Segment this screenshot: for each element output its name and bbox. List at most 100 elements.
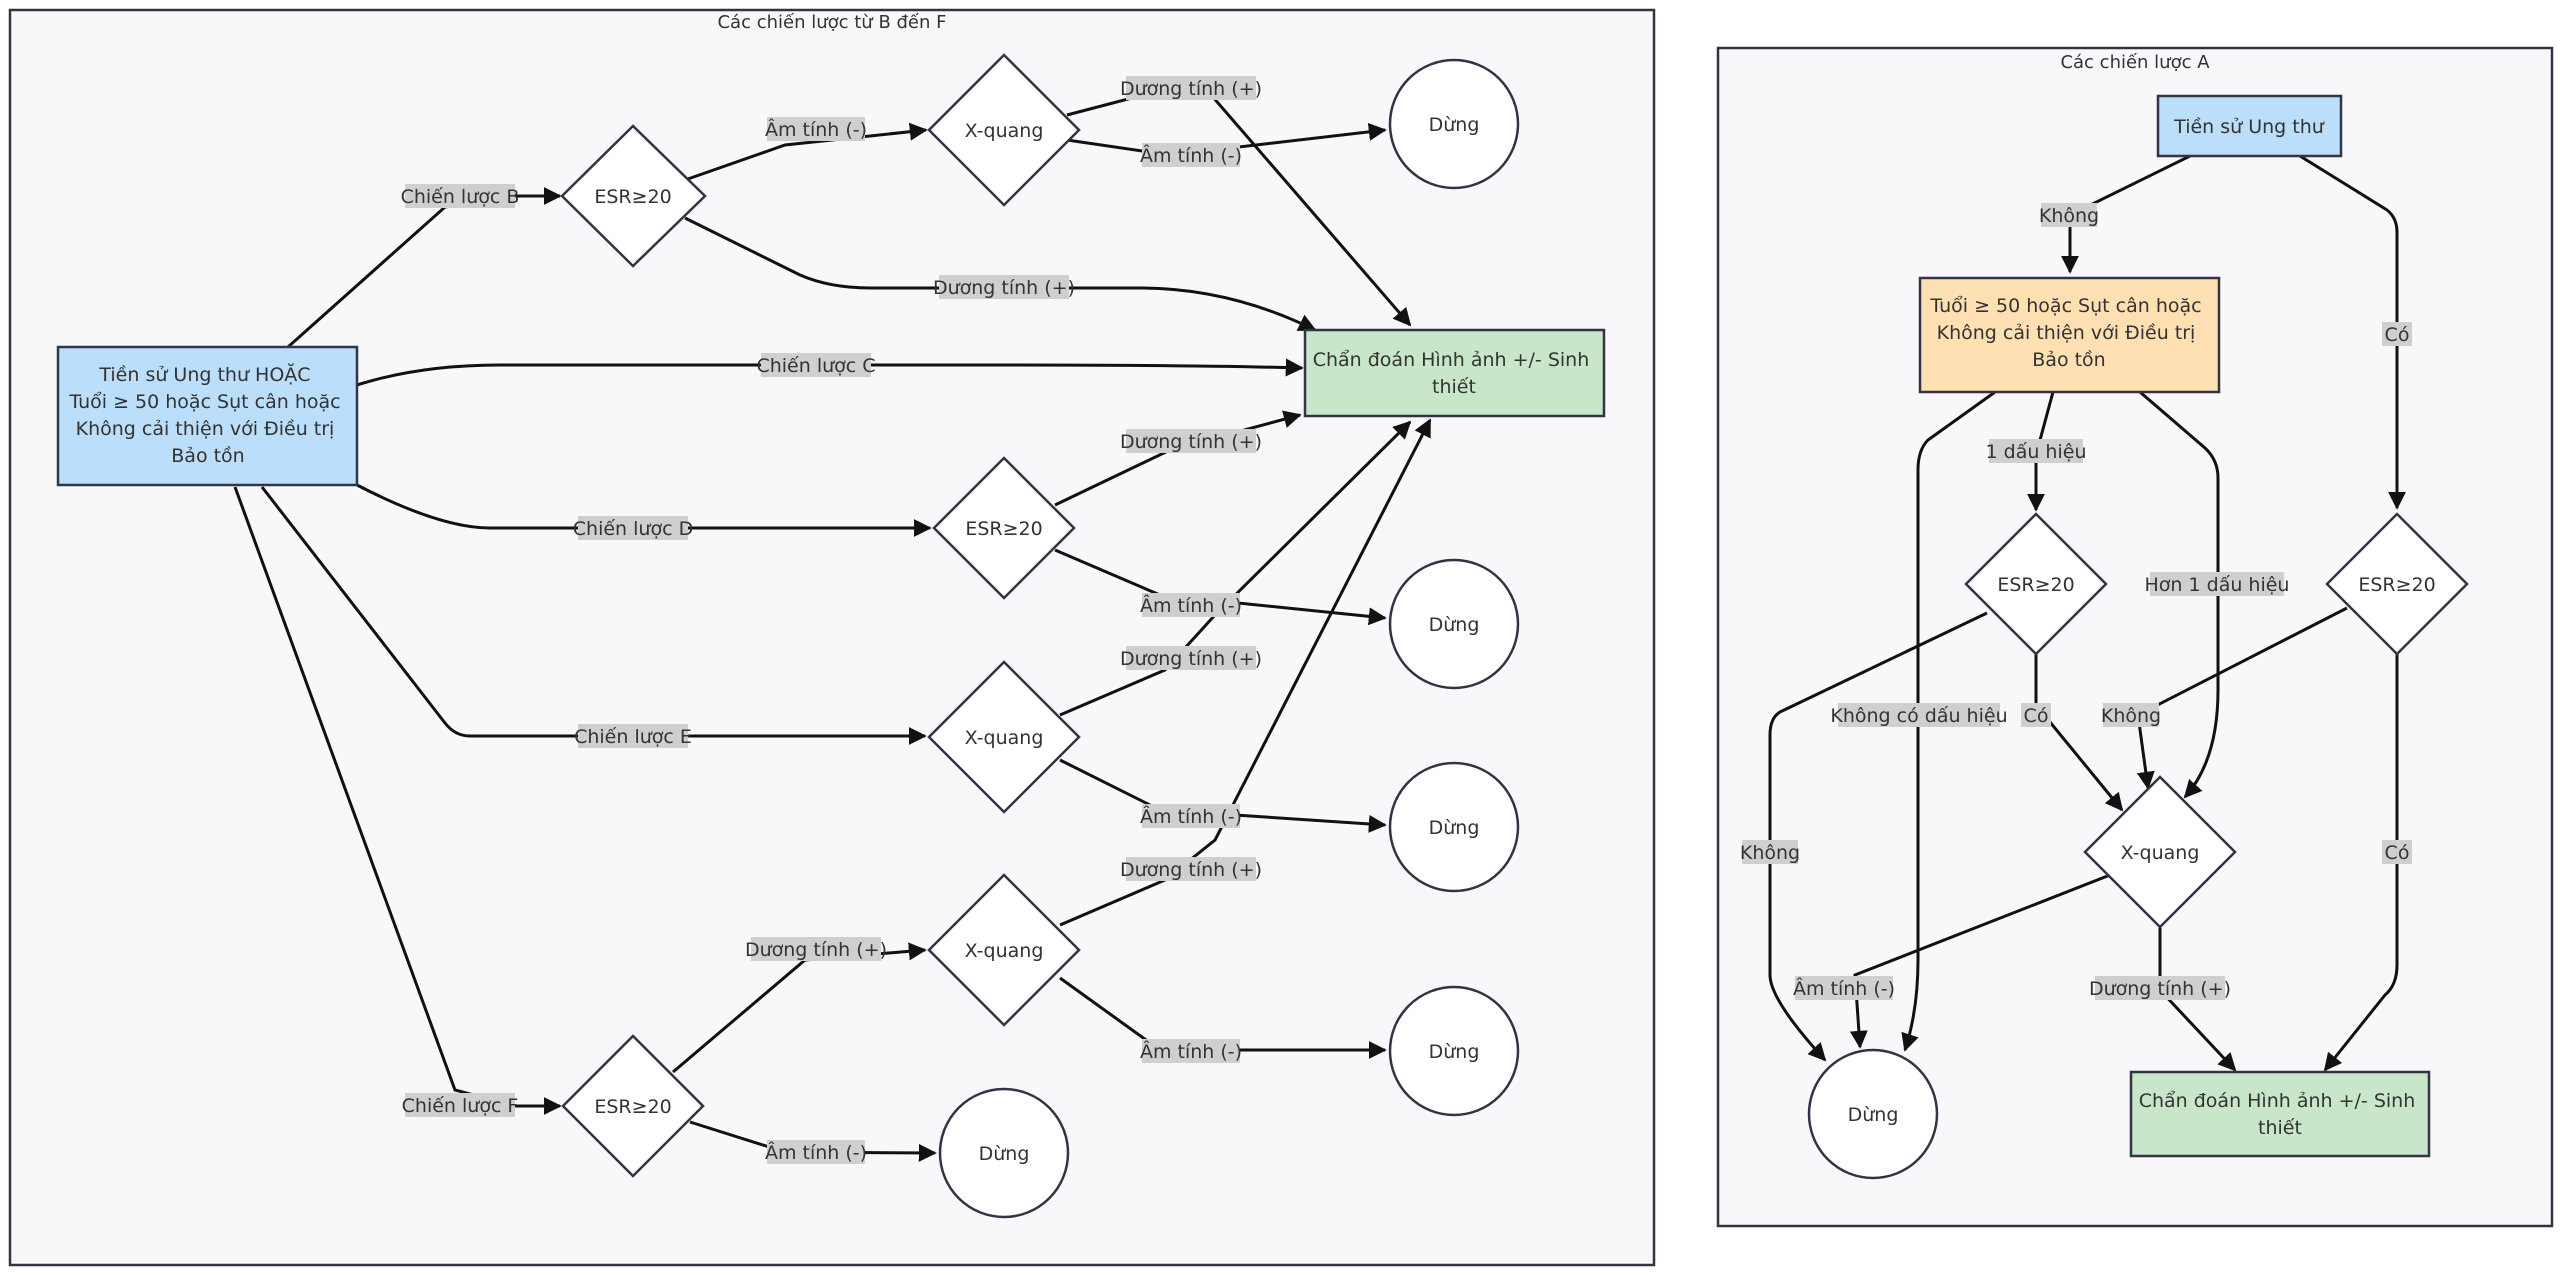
svg-text:Có: Có <box>2024 705 2049 727</box>
edge-b-esr-to-diag <box>684 216 1317 332</box>
node-a-xray-decision: X-quang <box>2083 775 2237 929</box>
svg-text:Âm tính (-): Âm tính (-) <box>1140 805 1242 828</box>
svg-text:Dừng: Dừng <box>1429 1041 1480 1063</box>
svg-text:ESR≥20: ESR≥20 <box>594 186 671 208</box>
node-start: Tiền sử Ung thư HOẶC Tuổi ≥ 50 hoặc Sụt … <box>56 345 359 487</box>
edge-label: Dương tính (+) <box>745 937 887 961</box>
svg-text:Dương tính (+): Dương tính (+) <box>1120 648 1262 670</box>
cluster-a-box <box>1716 46 2554 1228</box>
node-a-age-criteria: Tuổi ≥ 50 hoặc Sụt cân hoặc Không cải th… <box>1918 276 2221 394</box>
edge-label: Không <box>2101 703 2161 727</box>
node-diagnostic-imaging: Chẩn đoán Hình ảnh +/- Sinh thiết <box>1303 328 1606 418</box>
svg-text:Hơn 1 dấu hiệu: Hơn 1 dấu hiệu <box>2145 574 2290 596</box>
svg-text:Chiến lược C: Chiến lược C <box>756 355 875 377</box>
svg-text:Dừng: Dừng <box>1848 1104 1899 1126</box>
edge-label: Âm tính (-) <box>1140 143 1242 167</box>
node-a-esr-decision-2: ESR≥20 <box>2325 512 2469 656</box>
svg-text:Chiến lược D: Chiến lược D <box>573 518 693 540</box>
edge-label: Âm tính (-) <box>1140 804 1242 828</box>
edge-a-hist-to-a-esr2 <box>2299 154 2406 510</box>
svg-text:Âm tính (-): Âm tính (-) <box>1140 144 1242 167</box>
edge-label: Dương tính (+) <box>1120 429 1262 453</box>
edge-a-age-to-a-stop <box>1901 390 1996 1052</box>
edge-start-to-diag <box>356 358 1304 387</box>
edge-label: Chiến lược D <box>573 516 693 540</box>
svg-text:Dừng: Dừng <box>1429 614 1480 636</box>
edge-label: Âm tính (-) <box>765 117 867 141</box>
node-a-diagnostic-imaging: Chẩn đoán Hình ảnh +/- Sinh thiết <box>2129 1070 2431 1158</box>
node-b-stop: Dừng <box>1388 58 1520 190</box>
edge-label: Hơn 1 dấu hiệu <box>2145 572 2290 596</box>
edge-label: Dương tính (+) <box>1120 857 1262 881</box>
svg-text:X-quang: X-quang <box>965 940 1044 962</box>
svg-text:Dương tính (+): Dương tính (+) <box>1120 431 1262 453</box>
svg-text:Không: Không <box>1740 842 1800 864</box>
svg-text:Dừng: Dừng <box>979 1143 1030 1165</box>
node-f-esr-decision: ESR≥20 <box>561 1034 705 1178</box>
svg-text:Âm tính (-): Âm tính (-) <box>1140 594 1242 617</box>
node-f-stop-2: Dừng <box>1388 985 1520 1117</box>
svg-text:Chẩn đoán Hình ảnh +/- Sinh: Chẩn đoán Hình ảnh +/- Sinh thiết <box>1313 349 1596 398</box>
svg-text:1 dấu hiệu: 1 dấu hiệu <box>1986 441 2087 463</box>
svg-text:Có: Có <box>2385 324 2410 346</box>
svg-text:Âm tính (-): Âm tính (-) <box>765 1141 867 1164</box>
node-a-esr-decision-1: ESR≥20 <box>1964 512 2108 656</box>
node-a-stop: Dừng <box>1807 1048 1939 1180</box>
edge-label: Không <box>1740 840 1800 864</box>
edge-start-to-d-esr <box>356 483 932 537</box>
svg-text:ESR≥20: ESR≥20 <box>965 518 1042 540</box>
edge-label: Dương tính (+) <box>1120 646 1262 670</box>
svg-text:ESR≥20: ESR≥20 <box>594 1096 671 1118</box>
edge-label: Âm tính (-) <box>1793 976 1895 1000</box>
svg-text:Tuổi ≥ 50 hoặc Sụt cân hoặc: Tuổi ≥ 50 hoặc Sụt cân hoặc Không cải th… <box>1929 295 2207 371</box>
edge-label: Không có dấu hiệu <box>1830 703 2008 727</box>
edge-a-age-to-a-xray <box>2139 390 2220 799</box>
svg-text:Âm tính (-): Âm tính (-) <box>1793 977 1895 1000</box>
edge-label: Âm tính (-) <box>1140 1039 1242 1063</box>
svg-text:Không có dấu hiệu: Không có dấu hiệu <box>1830 705 2007 727</box>
edge-label: Không <box>2039 203 2099 227</box>
edge-label: Có <box>2021 703 2051 727</box>
edge-label: Dương tính (+) <box>1120 76 1262 100</box>
edge-labels: Chiến lược B Âm tính (-) Dương tính (+) … <box>401 76 2412 1164</box>
edge-b-esr-to-b-xray <box>684 122 928 182</box>
svg-text:Chẩn đoán Hình ảnh +/- Sinh: Chẩn đoán Hình ảnh +/- Sinh thiết <box>2139 1090 2422 1139</box>
edge-a-esr1-to-a-stop <box>1768 611 1988 1062</box>
svg-text:ESR≥20: ESR≥20 <box>1997 574 2074 596</box>
svg-text:Âm tính (-): Âm tính (-) <box>1140 1040 1242 1063</box>
edge-label: Âm tính (-) <box>765 1140 867 1164</box>
svg-text:ESR≥20: ESR≥20 <box>2358 574 2435 596</box>
edge-a-esr2-to-a-diag <box>2323 653 2399 1072</box>
node-b-xray-decision: X-quang <box>927 53 1081 207</box>
svg-text:Dương tính (+): Dương tính (+) <box>2089 978 2231 1000</box>
edge-start-to-e-xray <box>260 486 927 745</box>
svg-text:Chiến lược E: Chiến lược E <box>574 726 692 748</box>
node-d-esr-decision: ESR≥20 <box>932 456 1076 600</box>
cluster-strategy-a: Các chiến lược A <box>1716 46 2554 1228</box>
svg-text:X-quang: X-quang <box>965 727 1044 749</box>
edge-label: Chiến lược E <box>574 724 692 748</box>
node-d-stop: Dừng <box>1388 558 1520 690</box>
node-b-esr-decision: ESR≥20 <box>560 124 707 268</box>
svg-text:Dừng: Dừng <box>1429 114 1480 136</box>
svg-text:Có: Có <box>2385 842 2410 864</box>
cluster-bf-title: Các chiến lược từ B đến F <box>717 12 946 33</box>
svg-text:Dương tính (+): Dương tính (+) <box>1120 78 1262 100</box>
edge-a-xray-to-a-stop <box>1849 873 2111 1049</box>
svg-text:Tiền sử Ung thư HOẶC T: Tiền sử Ung thư HOẶC Tuổi ≥ 50 hoặc Sụt … <box>68 362 346 467</box>
svg-text:Âm tính (-): Âm tính (-) <box>765 118 867 141</box>
node-a-cancer-history: Tiền sử Ung thư <box>2156 94 2343 158</box>
node-e-stop: Dừng <box>1388 761 1520 893</box>
edge-label: Dương tính (+) <box>2089 976 2231 1000</box>
node-f-xray-decision: X-quang <box>927 873 1081 1027</box>
svg-text:Dương tính (+): Dương tính (+) <box>933 277 1075 299</box>
svg-text:Tiền sử Ung thư: Tiền sử Ung thư <box>2173 116 2325 138</box>
svg-text:Dừng: Dừng <box>1429 817 1480 839</box>
svg-text:Không: Không <box>2039 205 2099 227</box>
edge-label: Chiến lược B <box>401 184 519 208</box>
edge-label: Dương tính (+) <box>933 275 1075 299</box>
edge-label: Có <box>2382 840 2412 864</box>
svg-text:Chiến lược F: Chiến lược F <box>402 1095 519 1117</box>
edge-label: Âm tính (-) <box>1140 593 1242 617</box>
